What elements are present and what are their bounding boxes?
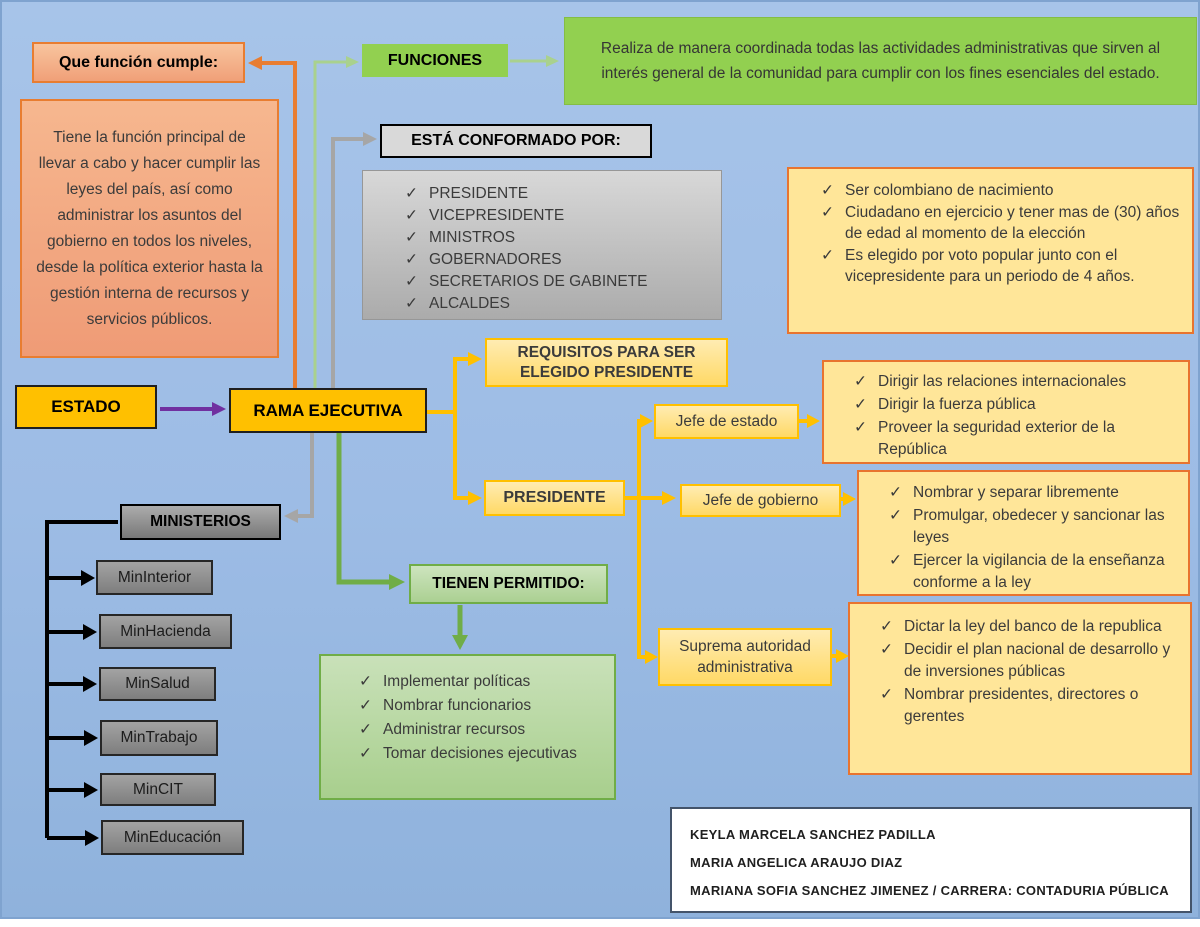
list-item-text: Decidir el plan nacional de desarrollo y… xyxy=(904,641,1171,680)
list-item: ✓ Implementar políticas xyxy=(359,670,606,693)
estado-node: ESTADO xyxy=(15,385,157,429)
jefe-gobierno-node: Jefe de gobierno xyxy=(680,484,841,517)
list-item-text: Ejercer la vigilancia de la enseñanza co… xyxy=(913,552,1165,591)
funcion-description-panel: Tiene la función principal de llevar a c… xyxy=(20,99,279,358)
check-icon: ✓ xyxy=(880,686,893,703)
list-item: ✓ Nombrar funcionarios xyxy=(359,694,606,717)
list-item-text: MINISTROS xyxy=(429,229,516,246)
ministerios-node: MINISTERIOS xyxy=(120,504,281,540)
list-item: ✓ ALCALDES xyxy=(405,293,713,314)
check-icon: ✓ xyxy=(821,247,834,264)
list-item: ✓ VICEPRESIDENTE xyxy=(405,205,713,226)
list-item-text: VICEPRESIDENTE xyxy=(429,207,565,224)
list-item: ✓ Dictar la ley del banco de la republica xyxy=(880,616,1182,638)
list-item-text: Es elegido por voto popular junto con el… xyxy=(845,247,1135,285)
list-item-text: ALCALDES xyxy=(429,295,510,312)
funciones-node: FUNCIONES xyxy=(362,44,508,77)
list-item-text: Nombrar presidentes, directores o gerent… xyxy=(904,686,1139,725)
list-item-text: Nombrar y separar libremente xyxy=(913,484,1119,501)
list-item: ✓ SECRETARIOS DE GABINETE xyxy=(405,271,713,292)
list-item-text: Dirigir la fuerza pública xyxy=(878,396,1036,413)
check-icon: ✓ xyxy=(821,204,834,221)
ministry-item-mincit: MinCIT xyxy=(100,773,216,806)
list-item: ✓ Decidir el plan nacional de desarrollo … xyxy=(880,639,1182,683)
rama-ejecutiva-node: RAMA EJECUTIVA xyxy=(229,388,427,433)
check-icon: ✓ xyxy=(880,618,893,635)
list-item: ✓ Es elegido por voto popular junto con e… xyxy=(821,245,1182,287)
list-item: ✓ Ciudadano en ejercicio y tener mas de (… xyxy=(821,202,1182,244)
credits-box: KEYLA MARCELA SANCHEZ PADILLA MARIA ANGE… xyxy=(670,807,1192,913)
list-item-text: Nombrar funcionarios xyxy=(383,697,532,714)
list-item-text: Ser colombiano de nacimiento xyxy=(845,182,1054,199)
list-item: ✓ Nombrar presidentes, directores o geren… xyxy=(880,684,1182,728)
check-icon: ✓ xyxy=(359,721,372,738)
list-item: ✓ MINISTROS xyxy=(405,227,713,248)
check-icon: ✓ xyxy=(889,507,902,524)
credit-line: MARIA ANGELICA ARAUJO DIAZ xyxy=(690,855,903,870)
requisitos-list-panel: ✓ Ser colombiano de nacimiento ✓ Ciudadano… xyxy=(787,167,1194,334)
conformado-header: ESTÁ CONFORMADO POR: xyxy=(380,124,652,158)
check-icon: ✓ xyxy=(821,182,834,199)
check-icon: ✓ xyxy=(359,745,372,762)
conformado-list-panel: ✓ PRESIDENTE ✓ VICEPRESIDENTE ✓ MINISTROS ✓… xyxy=(362,170,722,320)
check-icon: ✓ xyxy=(405,229,418,246)
list-item: ✓ Dirigir la fuerza pública xyxy=(854,394,1180,416)
ministry-item-mintrabajo: MinTrabajo xyxy=(100,720,218,756)
que-funcion-cumple-node: Que función cumple: xyxy=(32,42,245,83)
tienen-permitido-list-panel: ✓ Implementar políticas ✓ Nombrar funciona… xyxy=(319,654,616,800)
list-item: ✓ Administrar recursos xyxy=(359,718,606,741)
suprema-autoridad-node: Suprema autoridad administrativa xyxy=(658,628,832,686)
list-item-text: Proveer la seguridad exterior de la Repú… xyxy=(878,419,1115,458)
credit-line: KEYLA MARCELA SANCHEZ PADILLA xyxy=(690,827,936,842)
jefe-estado-list-panel: ✓Dirigir las relaciones internacionales … xyxy=(822,360,1190,464)
check-icon: ✓ xyxy=(359,673,372,690)
ministry-item-minsalud: MinSalud xyxy=(99,667,216,701)
list-item: ✓ Proveer la seguridad exterior de la Rep… xyxy=(854,417,1180,461)
funciones-description-text: Realiza de manera coordinada todas las a… xyxy=(600,40,1161,82)
list-item-text: Tomar decisiones ejecutivas xyxy=(383,745,577,762)
list-item-text: Ciudadano en ejercicio y tener mas de (3… xyxy=(845,204,1180,242)
jefe-estado-node: Jefe de estado xyxy=(654,404,799,439)
list-item: ✓ Promulgar, obedecer y sancionar las ley… xyxy=(889,505,1180,549)
check-icon: ✓ xyxy=(359,697,372,714)
list-item: ✓ Ser colombiano de nacimiento xyxy=(821,180,1182,201)
check-icon: ✓ xyxy=(880,641,893,658)
credit-line: MARIANA SOFIA SANCHEZ JIMENEZ / CARRERA:… xyxy=(690,883,1169,898)
jefe-gobierno-list-panel: ✓ Nombrar y separar libremente ✓ Promulgar… xyxy=(857,470,1190,596)
list-item: ✓ PRESIDENTE xyxy=(405,183,713,204)
check-icon: ✓ xyxy=(405,207,418,224)
list-item-text: Implementar políticas xyxy=(383,673,531,690)
list-item-text: Administrar recursos xyxy=(383,721,526,738)
tienen-permitido-node: TIENEN PERMITIDO: xyxy=(409,564,608,604)
list-item-text: PRESIDENTE xyxy=(429,185,529,202)
check-icon: ✓ xyxy=(854,396,867,413)
ministry-item-mininterior: MinInterior xyxy=(96,560,213,595)
list-item-text: SECRETARIOS DE GABINETE xyxy=(429,273,648,290)
list-item: ✓ Tomar decisiones ejecutivas xyxy=(359,742,606,765)
check-icon: ✓ xyxy=(405,185,418,202)
check-icon: ✓ xyxy=(889,552,902,569)
list-item: ✓ GOBERNADORES xyxy=(405,249,713,270)
list-item: ✓ Dirigir las relaciones internacionales xyxy=(854,371,1180,393)
list-item-text: Dirigir las relaciones internacionales xyxy=(878,373,1127,390)
check-icon: ✓ xyxy=(405,251,418,268)
check-icon: ✓ xyxy=(854,373,867,390)
check-icon: ✓ xyxy=(889,484,902,501)
suprema-list-panel: ✓ Dictar la ley del banco de la republica… xyxy=(848,602,1192,775)
ministry-item-minhacienda: MinHacienda xyxy=(99,614,232,649)
funciones-description-panel: Realiza de manera coordinada todas las a… xyxy=(564,17,1197,105)
funcion-description-text: Tiene la función principal de llevar a c… xyxy=(36,128,263,328)
list-item-text: Dictar la ley del banco de la republica xyxy=(904,618,1162,635)
check-icon: ✓ xyxy=(854,419,867,436)
list-item: ✓ Ejercer la vigilancia de la enseñanza c… xyxy=(889,550,1180,594)
check-icon: ✓ xyxy=(405,295,418,312)
presidente-node: PRESIDENTE xyxy=(484,480,625,516)
ministry-item-mineducacion: MinEducación xyxy=(101,820,244,855)
check-icon: ✓ xyxy=(405,273,418,290)
list-item: ✓ Nombrar y separar libremente xyxy=(889,482,1180,504)
list-item-text: GOBERNADORES xyxy=(429,251,562,268)
requisitos-node: REQUISITOS PARA SER ELEGIDO PRESIDENTE xyxy=(485,338,728,387)
list-item-text: Promulgar, obedecer y sancionar las leye… xyxy=(913,507,1165,546)
